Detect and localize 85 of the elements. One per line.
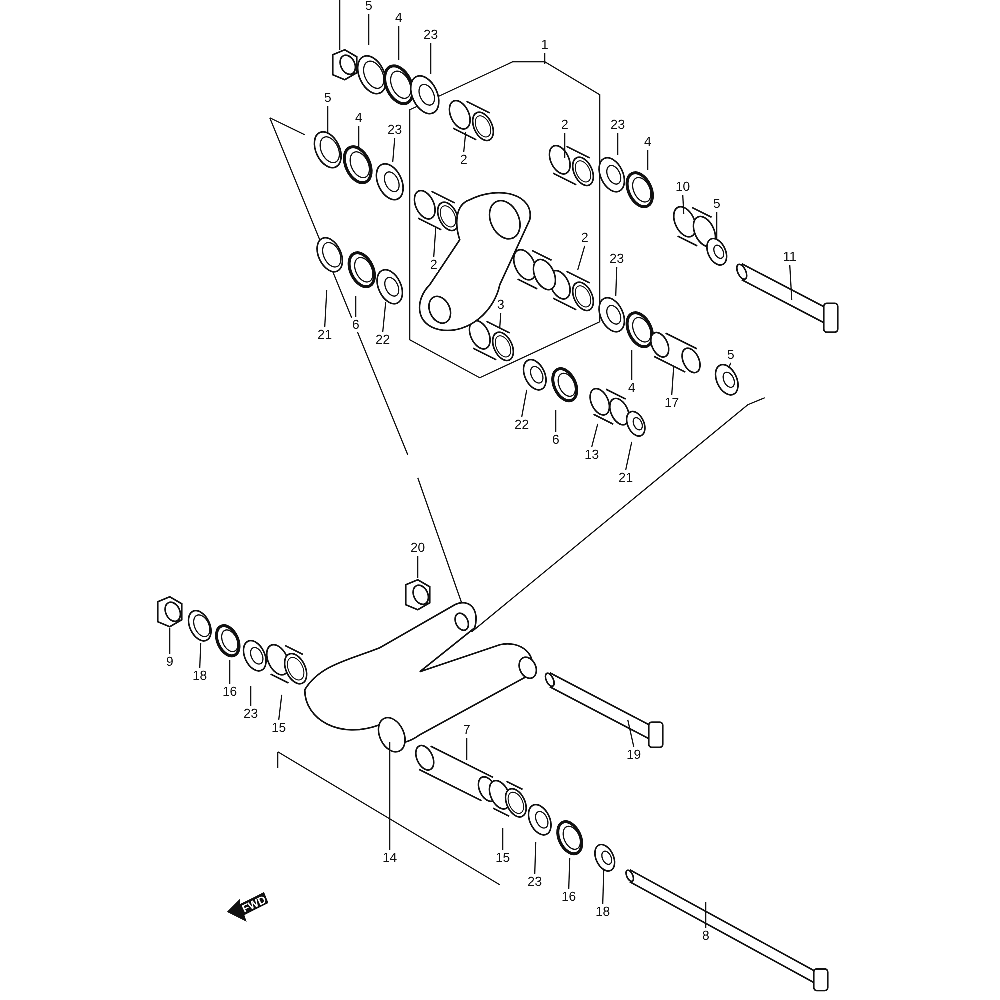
callout-number: 16	[222, 685, 238, 699]
callout-number: 23	[386, 123, 404, 137]
callout-number: 5	[712, 197, 722, 211]
leader-line	[617, 133, 619, 155]
callout-number: 14	[382, 851, 398, 865]
callout-number: 4	[394, 11, 404, 25]
leader-line	[417, 556, 419, 578]
callout-number: 17	[664, 396, 680, 410]
leader-line	[499, 312, 502, 328]
leader-line	[682, 194, 685, 214]
callout-number: 21	[316, 328, 334, 342]
callout-number: 22	[514, 418, 530, 432]
callout-number: 5	[726, 348, 736, 362]
leader-line	[705, 902, 707, 928]
callout-number: 9	[165, 655, 175, 669]
leader-line	[602, 870, 605, 904]
leader-line	[555, 410, 557, 432]
callout-number: 23	[422, 28, 440, 42]
callout-number: 3	[496, 298, 506, 312]
callout-number: 1	[540, 38, 550, 52]
callout-number: 5	[323, 91, 333, 105]
callout-number: 22	[374, 333, 392, 347]
callout-number: 4	[627, 381, 637, 395]
callout-number: 8	[701, 929, 711, 943]
callout-number: 4	[643, 135, 653, 149]
callout-number: 16	[560, 890, 578, 904]
leader-line	[398, 26, 400, 60]
direction-label: FWD	[240, 894, 268, 916]
leader-line	[789, 264, 793, 300]
leader-line	[392, 138, 396, 162]
leader-line	[355, 296, 357, 317]
callout-number: 2	[429, 258, 439, 272]
leader-line	[728, 362, 732, 368]
callout-number: 2	[560, 118, 570, 132]
leader-line	[382, 302, 387, 332]
callout-number: 13	[584, 448, 600, 462]
leader-line	[389, 742, 391, 850]
leader-line	[625, 442, 633, 470]
callout-number: 6	[551, 433, 561, 447]
leader-line	[466, 738, 468, 760]
leader-line	[631, 350, 633, 380]
leader-line	[534, 842, 537, 874]
leader-line	[250, 686, 252, 706]
leader-line	[502, 828, 504, 850]
leader-line	[430, 43, 432, 74]
leader-line	[647, 150, 649, 170]
callout-number: 15	[270, 721, 288, 735]
leader-line	[577, 246, 586, 270]
leader-line	[568, 858, 571, 890]
callout-number: 20	[410, 541, 426, 555]
callout-number: 5	[364, 0, 374, 13]
callout-number: 2	[459, 153, 469, 167]
leader-line	[564, 133, 566, 158]
callout-number: 4	[354, 111, 364, 125]
callout-number: 18	[192, 669, 208, 683]
callout-number: 23	[242, 707, 260, 721]
leader-line	[169, 628, 171, 654]
callout-number: 2	[580, 231, 590, 245]
leader-line	[324, 290, 328, 328]
leader-line	[358, 126, 360, 150]
callout-number: 10	[674, 180, 692, 194]
callout-number: 23	[526, 875, 544, 889]
callout-number: 11	[782, 250, 798, 264]
leader-line	[521, 390, 528, 418]
callout-number: 23	[608, 252, 626, 266]
leader-line	[716, 212, 718, 240]
leader-line	[278, 694, 283, 720]
leader-line	[671, 366, 675, 396]
leader-line	[368, 14, 370, 45]
callout-number: 7	[462, 723, 472, 737]
leader-line	[463, 132, 467, 152]
callout-number: 23	[610, 118, 626, 132]
leader-line	[615, 266, 618, 296]
callout-number: 19	[626, 748, 642, 762]
leader-line	[591, 424, 599, 448]
callout-number: 6	[351, 318, 361, 332]
leader-line	[199, 642, 202, 668]
leader-line	[433, 228, 437, 258]
leader-line	[327, 106, 329, 133]
callout-number: 18	[594, 905, 612, 919]
callout-number: 15	[494, 851, 512, 865]
leader-line	[229, 660, 231, 684]
leader-line	[627, 720, 635, 748]
leader-line	[544, 53, 546, 64]
callout-number: 21	[618, 471, 634, 485]
